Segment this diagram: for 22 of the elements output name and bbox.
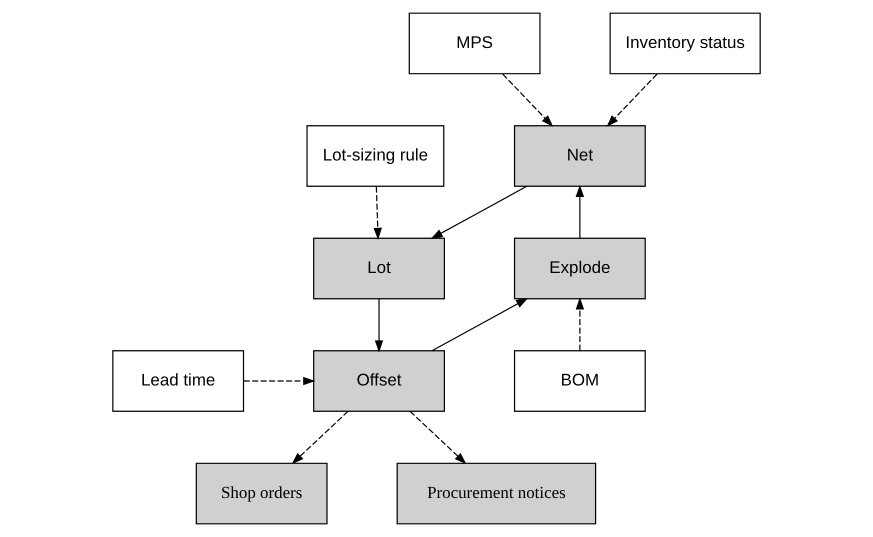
node-box: BOM bbox=[514, 350, 646, 412]
arrow bbox=[410, 411, 466, 464]
arrow bbox=[374, 299, 384, 352]
node-box: Lead time bbox=[112, 350, 244, 412]
node-box: Explode bbox=[514, 238, 646, 300]
arrow bbox=[244, 376, 316, 386]
node-box: Inventory status bbox=[610, 12, 761, 74]
node-box: Lot-sizing rule bbox=[306, 125, 444, 187]
arrow bbox=[606, 74, 658, 127]
node-box: Procurement notices bbox=[396, 462, 596, 524]
arrow bbox=[373, 186, 382, 240]
arrow bbox=[432, 298, 528, 352]
node-box: Lot bbox=[313, 238, 445, 300]
arrow bbox=[502, 74, 554, 127]
arrow bbox=[430, 186, 527, 240]
node-box: MPS bbox=[408, 12, 541, 74]
node-box: Net bbox=[514, 125, 646, 187]
arrow bbox=[576, 297, 584, 351]
node-box: Offset bbox=[313, 350, 445, 412]
node-box: Shop orders bbox=[196, 462, 328, 524]
arrow bbox=[576, 184, 584, 238]
arrow bbox=[292, 411, 348, 464]
